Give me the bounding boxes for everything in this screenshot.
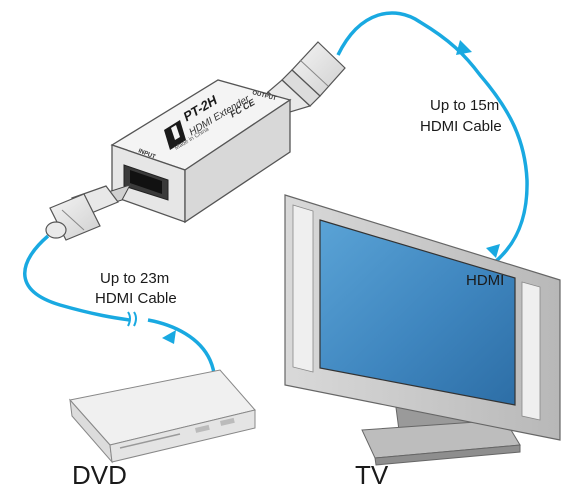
hdmi-extender-device: PT-2H HDMI Extender FC CE OUTPUT INPUT M… [110,79,292,224]
dvd-player [69,369,256,464]
hdmi-plug-output [261,41,346,119]
tv-display [284,194,561,466]
tv-screen [319,219,516,406]
tv-label: TV [355,460,389,490]
hdmi-plug-input [45,184,132,241]
tv-hdmi-port-label: HDMI [466,272,504,289]
dvd-label: DVD [72,460,127,490]
arrow-icon [456,40,472,55]
arrow-icon [162,330,176,344]
input-cable-length: Up to 23m [100,270,169,287]
brand-logo [164,120,186,150]
input-cable-type: HDMI Cable [95,290,177,307]
arrow-icon [486,244,500,258]
output-cable-length: Up to 15m [430,97,499,114]
cable-break-icon [127,311,137,327]
output-cable-type: HDMI Cable [420,118,502,135]
